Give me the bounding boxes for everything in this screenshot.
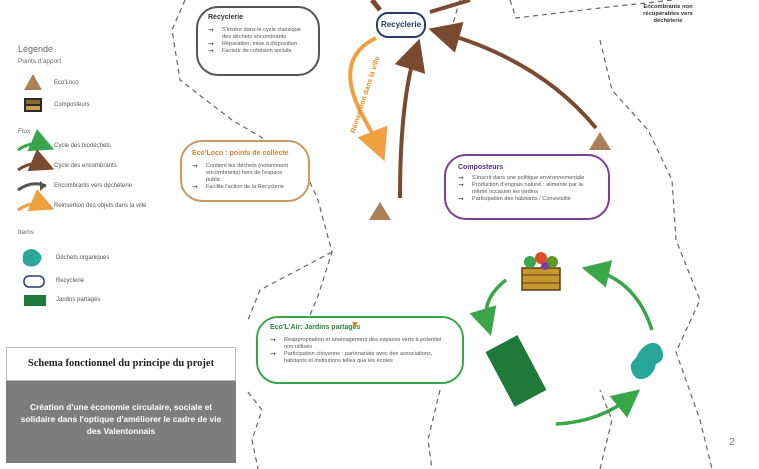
legend-flux-reinsertion: Réinsertion des objets dans la ville xyxy=(54,203,147,209)
legend-item-garden: Jardins partagés xyxy=(56,297,101,303)
recyclerie-box-item: Réparation, mise à disposition xyxy=(208,41,308,48)
biodechets-arrow-bottom xyxy=(555,389,641,426)
ecoloco-box-item: Facilite l'action de la Recyclerie xyxy=(192,184,298,191)
biodechets-arrow-right xyxy=(581,260,654,331)
legend-flux-grey-arrowhead xyxy=(40,181,46,191)
legend-item-organic: Déchets organiques xyxy=(56,255,110,261)
diagram-title: Schema fonctionnel du principe du projet xyxy=(6,347,236,381)
biodechets-arrow-top xyxy=(469,278,508,337)
organic-waste-icon xyxy=(630,342,664,380)
legend-flux-green-icon xyxy=(17,129,55,152)
compost-box-title: Composteurs xyxy=(458,164,504,171)
legend-flux-dechetterie: Encombrants vers déchèterie xyxy=(54,183,133,189)
garden-box-item: Participation citoyenne : partenariats a… xyxy=(270,351,450,365)
legend-organic-icon xyxy=(22,249,42,267)
recyclerie-node: Recyclerie xyxy=(376,12,426,38)
carrot-icon: ▼ xyxy=(350,320,360,331)
dechetterie-arrow xyxy=(429,0,471,14)
recyclerie-box-item: S'insère dans le cycle classique des déc… xyxy=(208,27,308,41)
legend-flux-biodechets: Cycle des biodéchets xyxy=(54,143,112,149)
legend-items-title: Items xyxy=(18,229,34,236)
legend-item-compost: Composteurs xyxy=(54,102,90,108)
ecoloco-triangle-icon xyxy=(589,132,611,150)
legend-flux-title: Flux xyxy=(18,128,31,135)
recyclerie-box-item: Facteur de cohésion sociale xyxy=(208,48,308,55)
recyclerie-box-title: Recyclerie xyxy=(208,14,244,21)
garden-info-box: Eco'L'Air: Jardins partagés ▼ Réappropri… xyxy=(256,316,464,384)
encombrants-arrow-left xyxy=(394,38,426,199)
ecoloco-box-item: Contient les déchets (notamment encombra… xyxy=(192,163,298,184)
dechetterie-note: Encombrants non récupérables vers déchèt… xyxy=(643,4,693,24)
legend-flux-encombrants: Cycle des encombrants xyxy=(54,163,117,169)
compost-box-item: Participation des habitants / Conviviali… xyxy=(458,196,596,203)
shared-garden-icon xyxy=(485,335,547,407)
legend-title: Légende xyxy=(18,44,54,54)
legend-garden-icon xyxy=(24,295,46,306)
legend-recyclerie-icon xyxy=(23,275,45,288)
diagram-subtitle: Création d'une économie circulaire, soci… xyxy=(6,381,236,463)
ecoloco-triangle-icon xyxy=(369,202,391,220)
legend-item-ecoloco: Eco'Loco xyxy=(54,80,79,86)
legend-ecoloco-icon xyxy=(24,74,42,90)
ecoloco-box-title: Eco'Loco : points de collecte xyxy=(192,150,289,157)
legend-points-title: Points d'apport xyxy=(18,58,62,65)
reinsertion-arrow xyxy=(348,36,388,162)
compost-box-item: Production d'engrais naturel : alimente … xyxy=(458,182,596,196)
vegetable-crate-icon xyxy=(521,252,561,291)
garden-box-item: Réappropriation et aménagement des espac… xyxy=(270,337,450,351)
ecoloco-info-box: Eco'Loco : points de collecte Contient l… xyxy=(180,140,310,202)
compost-box-item: S'inscrit dans une politique environneme… xyxy=(458,175,596,182)
legend-flux-brown-icon xyxy=(17,149,55,172)
garden-box-title: Eco'L'Air: Jardins partagés xyxy=(270,324,361,331)
compost-info-box: Composteurs S'inscrit dans une politique… xyxy=(444,154,610,220)
recyclerie-info-box: Recyclerie S'insère dans le cycle classi… xyxy=(196,6,320,76)
legend-item-recyclerie: Recyclerie xyxy=(56,278,85,284)
legend-flux-orange-icon xyxy=(17,189,55,212)
encombrants-arrow-right xyxy=(428,21,598,130)
legend-compost-icon xyxy=(24,98,42,112)
page-number: 2 xyxy=(729,437,735,448)
top-left-brown-arrow xyxy=(370,0,382,12)
